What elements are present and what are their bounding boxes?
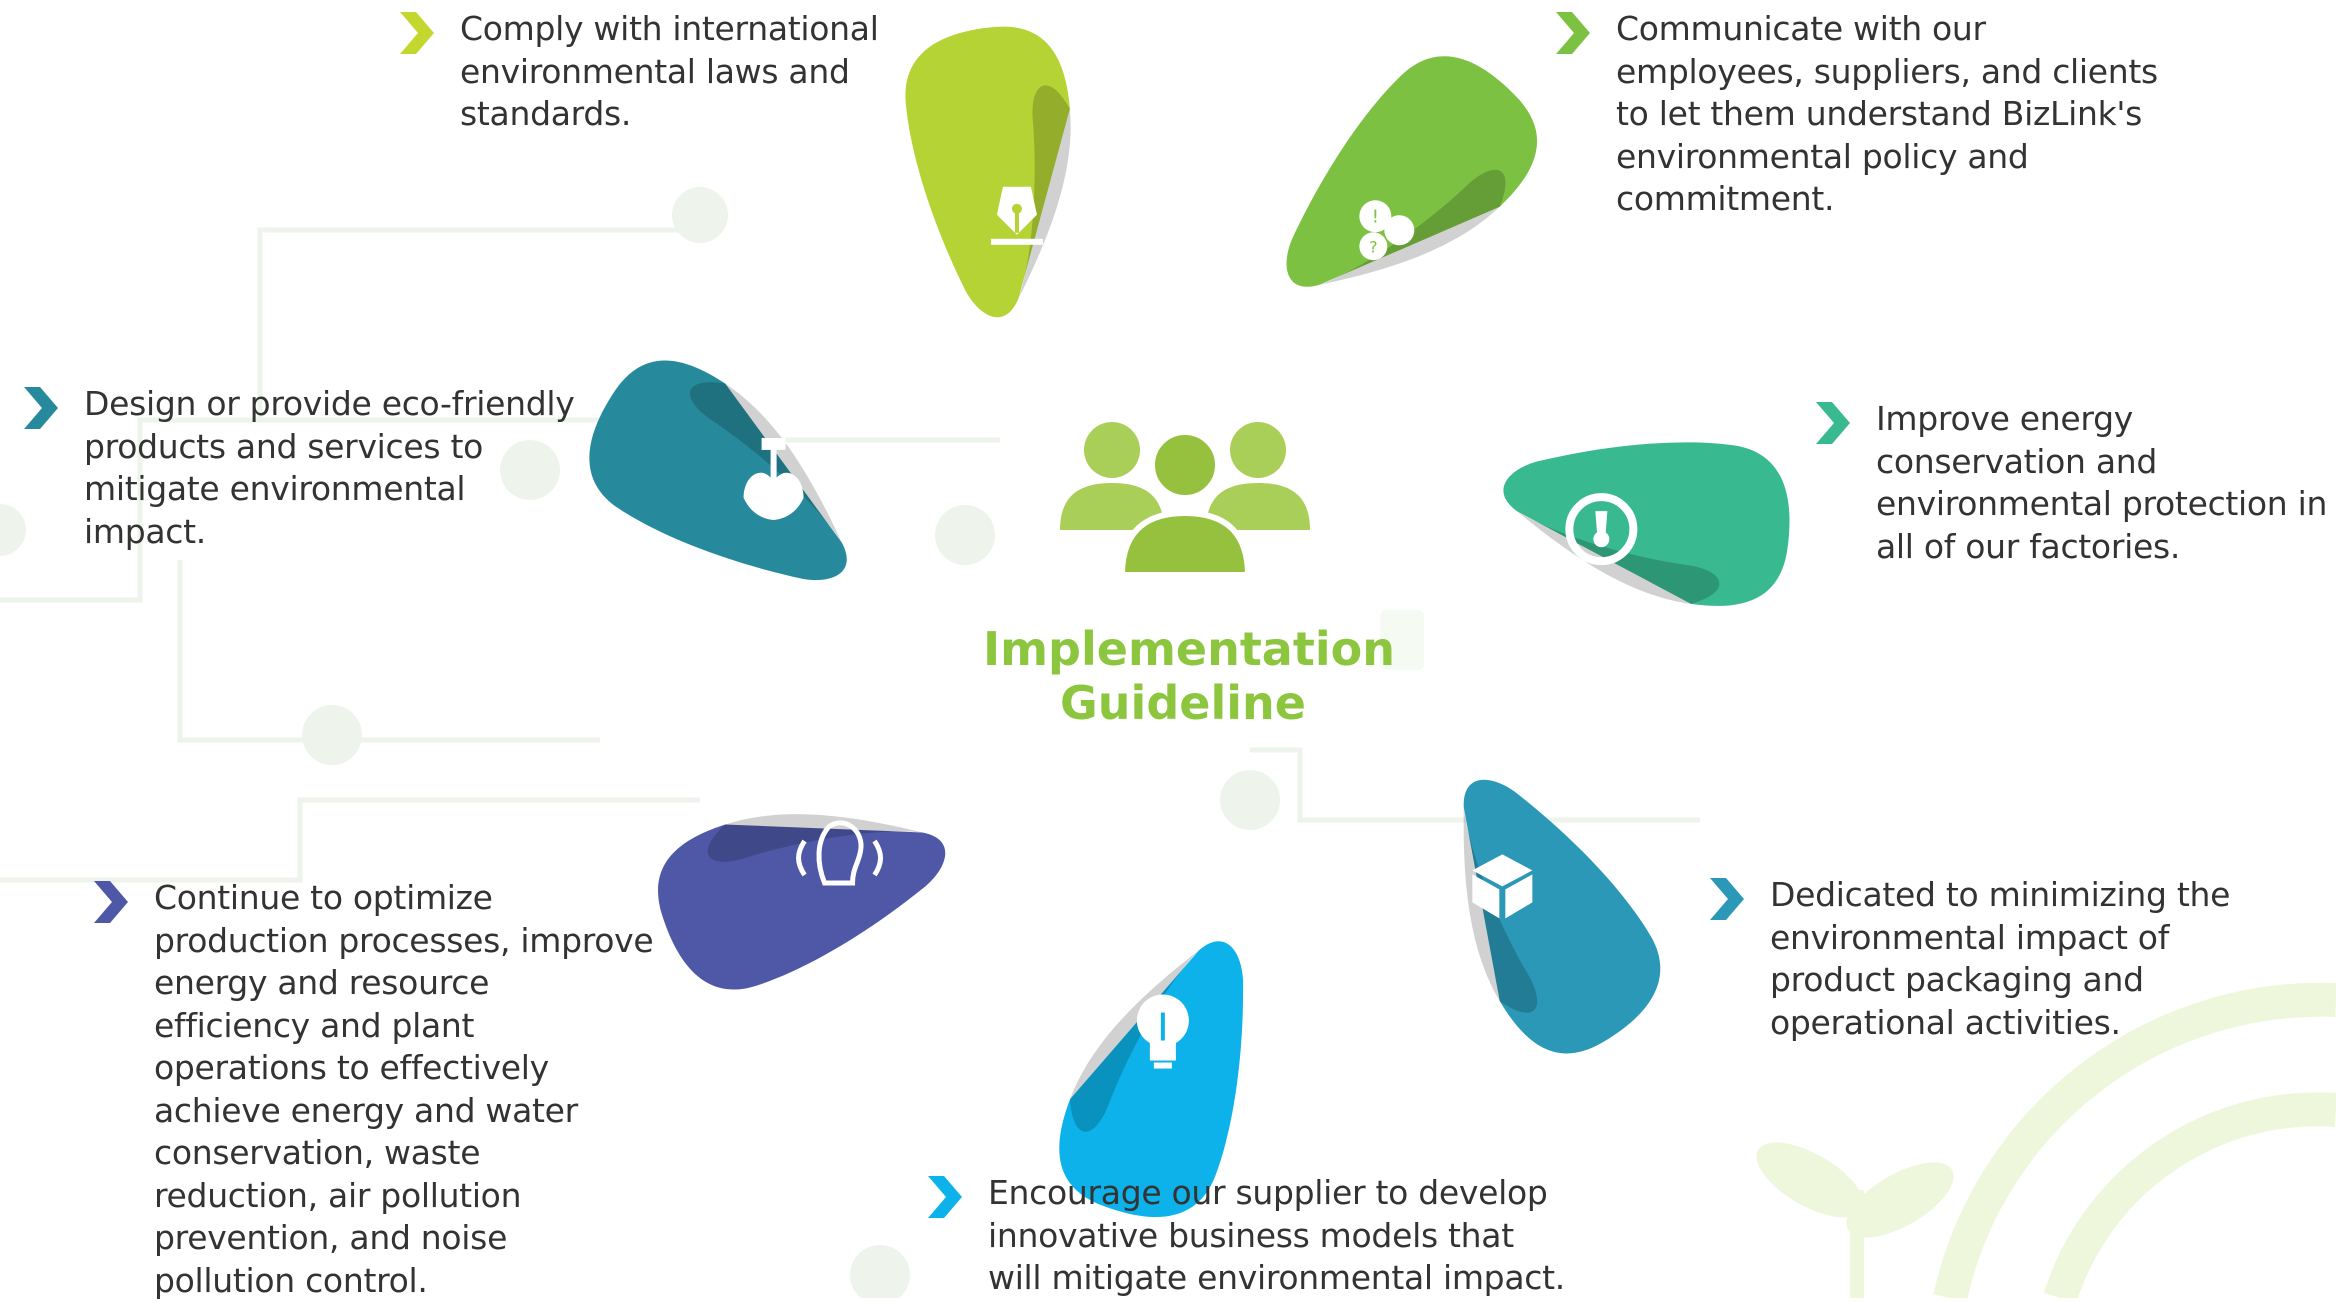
guideline-text: Communicate with our employees, supplier… — [1616, 9, 2158, 218]
people-group-icon — [1060, 422, 1310, 578]
chevron-right-icon — [1710, 878, 1744, 920]
guideline-item-comply: Comply with international environmental … — [400, 8, 880, 136]
guideline-text: Encourage our supplier to develop innova… — [988, 1173, 1565, 1297]
guideline-item-design: Design or provide eco-friendly products … — [24, 383, 584, 553]
guideline-text: Design or provide eco-friendly products … — [84, 384, 575, 551]
wheel-petal-5 — [1038, 910, 1294, 1240]
guideline-item-packaging: Dedicated to minimizing the environmenta… — [1710, 874, 2270, 1044]
wheel-petal-4 — [1396, 744, 1685, 1077]
center-title: Implementation Guideline — [983, 622, 1395, 730]
chevron-right-icon — [400, 12, 434, 54]
wheel-petal-6 — [641, 762, 968, 1007]
gauge-icon — [1565, 493, 1638, 566]
guideline-text: Comply with international environmental … — [460, 9, 879, 133]
guideline-item-energy: Improve energy conservation and environm… — [1816, 398, 2336, 568]
plug-leaf-icon — [743, 437, 804, 520]
guideline-text: Continue to optimize production processe… — [154, 878, 654, 1300]
wheel-petal-1 — [899, 21, 1088, 324]
center-title-line1: Implementation — [983, 622, 1395, 676]
noise-head-icon — [796, 820, 884, 886]
pen-nib-icon — [990, 186, 1043, 245]
guideline-item-supplier: Encourage our supplier to develop innova… — [928, 1172, 1568, 1300]
chevron-right-icon — [1556, 12, 1590, 54]
guideline-item-optimize: Continue to optimize production processe… — [94, 877, 654, 1302]
center-title-line2: Guideline — [1060, 676, 1306, 730]
svg-text:!: ! — [1372, 206, 1379, 227]
wheel-petal-2 — [1241, 28, 1564, 346]
guideline-text: Improve energy conservation and environm… — [1876, 399, 2328, 566]
guideline-text: Dedicated to minimizing the environmenta… — [1770, 875, 2231, 1042]
guideline-item-communicate: Communicate with our employees, supplier… — [1556, 8, 2176, 221]
chat-bubbles-icon: !? — [1359, 200, 1415, 261]
wheel-petal-7 — [561, 334, 894, 631]
svg-text:?: ? — [1369, 237, 1378, 256]
wheel-petal-3 — [1491, 414, 1801, 616]
chevron-right-icon — [94, 881, 128, 923]
chevron-right-icon — [928, 1176, 962, 1218]
chevron-right-icon — [1816, 402, 1850, 444]
light-bulb-icon — [1136, 994, 1189, 1069]
package-box-icon — [1472, 854, 1533, 919]
chevron-right-icon — [24, 387, 58, 429]
